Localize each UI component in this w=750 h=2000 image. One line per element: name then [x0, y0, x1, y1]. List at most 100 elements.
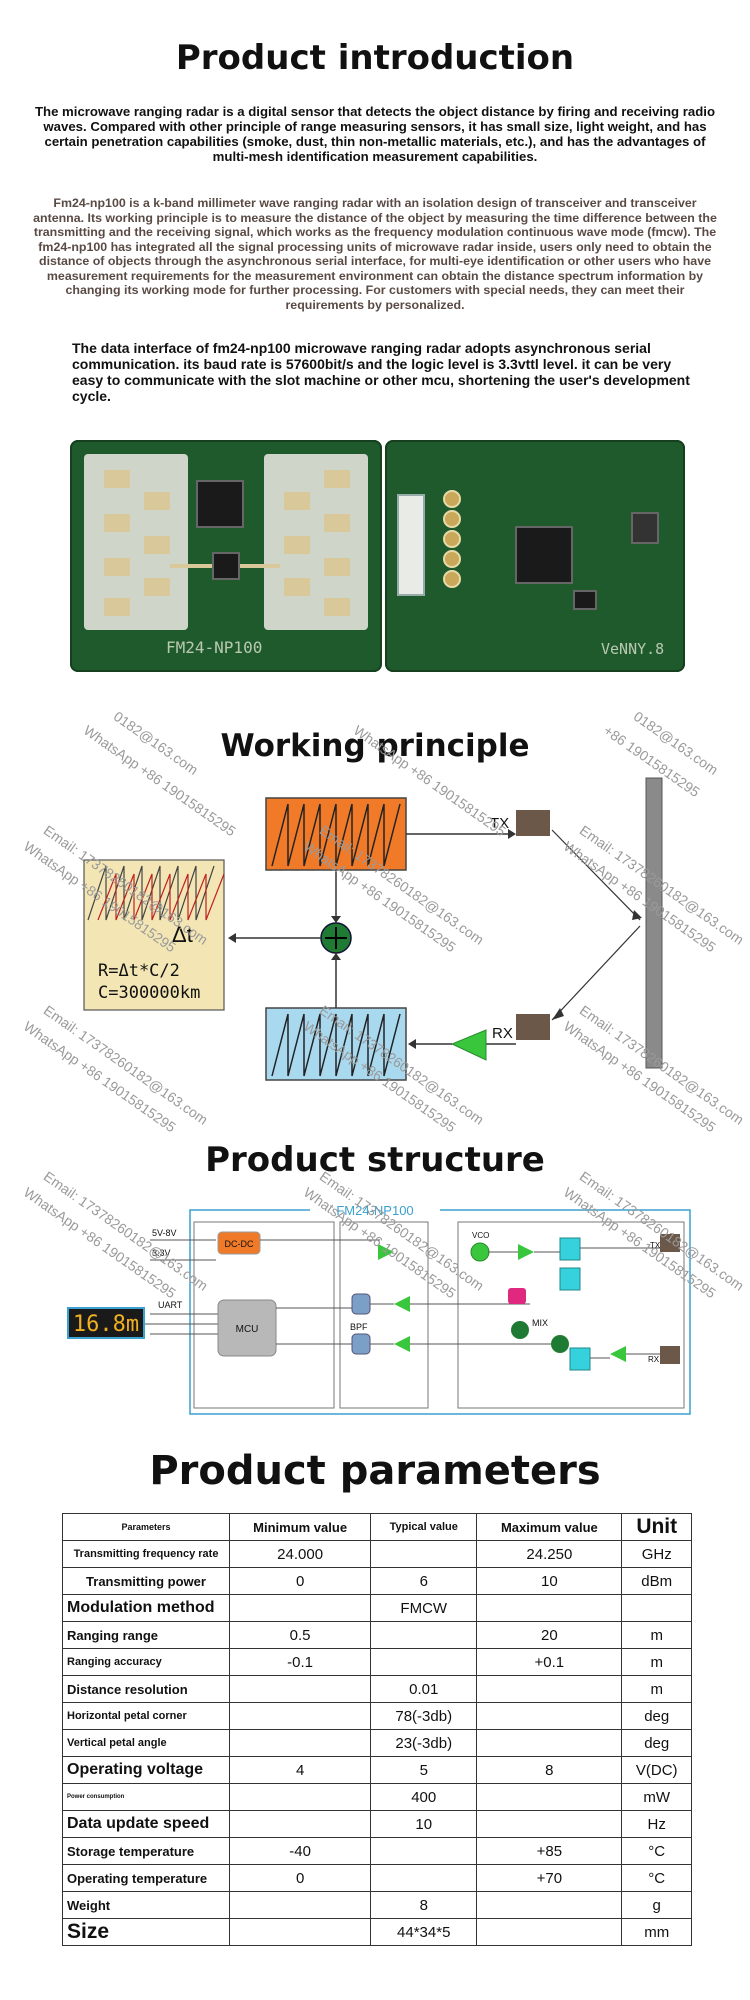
param-typ: 23(-3db) [370, 1729, 478, 1757]
param-name: Power consumption [62, 1783, 230, 1811]
table-row: Data update speed 10 Hz [62, 1810, 692, 1838]
table-row: Modulation method FMCW [62, 1594, 692, 1622]
header-parameters: Parameters [62, 1513, 230, 1541]
param-typ [370, 1621, 478, 1649]
param-min: -0.1 [228, 1648, 372, 1676]
table-row: Ranging range 0.5 20 m [62, 1621, 692, 1649]
param-min [228, 1783, 372, 1811]
rx-label: RX [492, 1025, 513, 1042]
param-name: Modulation method [62, 1594, 230, 1622]
coupler-3-icon [569, 1347, 591, 1371]
param-typ: 78(-3db) [370, 1702, 478, 1730]
table-row: Power consumption 400 mW [62, 1783, 692, 1811]
param-typ: 0.01 [370, 1675, 478, 1703]
speed-constant: C=300000km [98, 983, 200, 1003]
voltage-input-label: 5V-8V [152, 1228, 177, 1238]
param-min [228, 1675, 372, 1703]
param-unit: °C [621, 1864, 692, 1892]
tx-driver-icon [378, 1244, 394, 1260]
tx-antenna-icon [516, 810, 550, 836]
param-unit: mm [621, 1918, 692, 1946]
param-min [228, 1594, 372, 1622]
param-name: Transmitting power [62, 1567, 230, 1595]
parameters-table: Parameters Minimum value Typical value M… [62, 1513, 692, 1946]
param-unit [621, 1594, 692, 1622]
param-min: 0 [228, 1567, 372, 1595]
param-min [228, 1729, 372, 1757]
param-unit: dBm [621, 1567, 692, 1595]
coupler-2-icon [559, 1267, 581, 1291]
param-unit: V(DC) [621, 1756, 692, 1784]
param-name: Data update speed [62, 1810, 230, 1838]
tx-antenna-small-icon [660, 1234, 680, 1252]
radar-board-back: VeNNY.8 [385, 440, 685, 672]
lna-icon [610, 1346, 626, 1362]
param-unit: g [621, 1891, 692, 1919]
mcu-block [217, 1299, 277, 1357]
bpf-label: BPF [350, 1322, 368, 1332]
param-max [476, 1918, 623, 1946]
param-max: +85 [476, 1837, 623, 1865]
rx-port-label: RX [648, 1355, 660, 1364]
principle-title: Working principle [220, 728, 530, 764]
param-max: 24.250 [476, 1540, 623, 1568]
param-name: Transmitting frequency rate [62, 1540, 230, 1568]
param-max: 8 [476, 1756, 623, 1784]
param-min: 0 [228, 1864, 372, 1892]
param-max [476, 1729, 623, 1757]
param-name: Ranging range [62, 1621, 230, 1649]
delta-t-label: Δt [172, 922, 193, 947]
distance-display [67, 1307, 145, 1339]
param-max [476, 1594, 623, 1622]
module-name: FM24-NP100 [336, 1203, 413, 1218]
param-typ [370, 1864, 478, 1892]
param-typ [370, 1540, 478, 1568]
param-unit: deg [621, 1729, 692, 1757]
param-max: +70 [476, 1864, 623, 1892]
param-min: 0.5 [228, 1621, 372, 1649]
param-typ [370, 1648, 478, 1676]
board-back-silkscreen: VeNNY.8 [601, 640, 665, 658]
working-principle-diagram: Δt R=Δt*C/2 C=300000km TX RX [83, 777, 663, 1081]
param-name: Weight [62, 1891, 230, 1919]
phase-shifter-icon [508, 1288, 526, 1304]
param-min: -40 [228, 1837, 372, 1865]
param-name: Vertical petal angle [62, 1729, 230, 1757]
param-name: Horizontal petal corner [62, 1702, 230, 1730]
param-unit: mW [621, 1783, 692, 1811]
param-unit: m [621, 1648, 692, 1676]
distance-formula-box [83, 859, 225, 1011]
header-minimum: Minimum value [228, 1513, 372, 1541]
bpf-filter-2 [351, 1333, 371, 1355]
uart-label: UART [158, 1300, 183, 1310]
param-min [228, 1891, 372, 1919]
rx-amplifier-icon [450, 1029, 487, 1061]
param-name: Ranging accuracy [62, 1648, 230, 1676]
dcdc-label: DC-DC [225, 1239, 254, 1249]
tx-pa-icon [518, 1244, 534, 1260]
param-unit: Hz [621, 1810, 692, 1838]
mixer-1-icon [511, 1321, 529, 1339]
param-min: 4 [228, 1756, 372, 1784]
display-reading: 16.8m [73, 1312, 139, 1337]
param-max: +0.1 [476, 1648, 623, 1676]
param-typ: 6 [370, 1567, 478, 1595]
param-typ: 8 [370, 1891, 478, 1919]
param-max: 10 [476, 1567, 623, 1595]
header-typical: Typical value [370, 1513, 478, 1541]
radar-board-front: FM24-NP100 [70, 440, 382, 672]
param-max [476, 1783, 623, 1811]
tx-port-label: TX [650, 1241, 661, 1250]
table-row: Ranging accuracy -0.1 +0.1 m [62, 1648, 692, 1676]
intro-paragraph-1: The microwave ranging radar is a digital… [34, 104, 716, 164]
range-formula: R=Δt*C/2 [98, 961, 180, 981]
rx-antenna-icon [516, 1014, 550, 1040]
param-min [228, 1702, 372, 1730]
parameters-title: Product parameters [149, 1448, 601, 1494]
table-row: Vertical petal angle 23(-3db) deg [62, 1729, 692, 1757]
table-row: Operating voltage 4 5 8 V(DC) [62, 1756, 692, 1784]
dcdc-converter-block [217, 1231, 261, 1255]
structure-title: Product structure [205, 1140, 545, 1180]
param-typ [370, 1837, 478, 1865]
param-typ: 10 [370, 1810, 478, 1838]
